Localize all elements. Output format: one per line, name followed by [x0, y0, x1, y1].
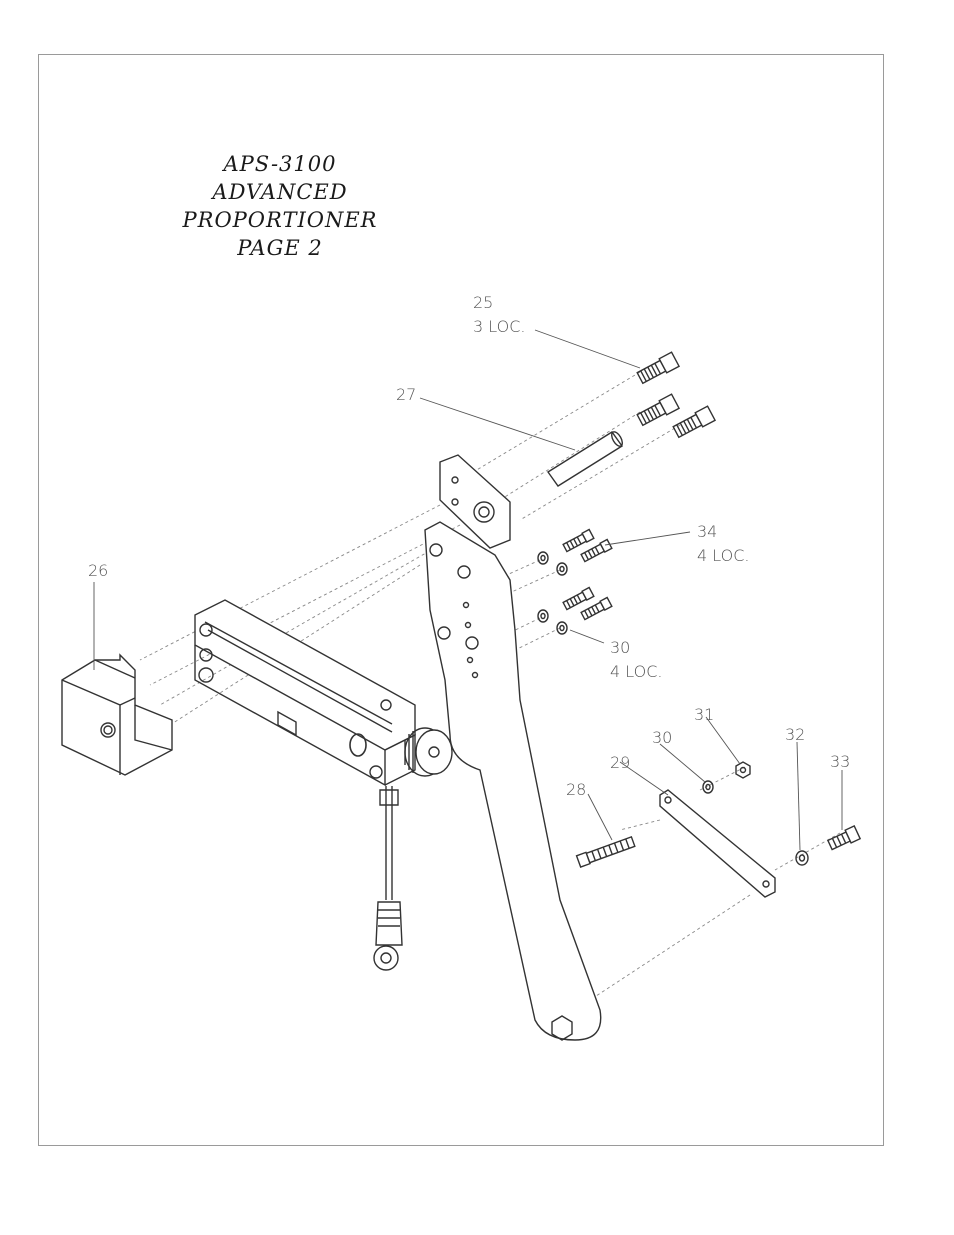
callout-30-number: 30	[610, 638, 630, 657]
actuator-cylinder-body	[195, 600, 452, 970]
callout-25-number: 25	[473, 293, 493, 312]
part-32-washer	[796, 851, 808, 865]
part-33-bolt	[827, 826, 860, 851]
part-28-long-bolt	[577, 836, 636, 867]
part-25-cap-screws	[636, 352, 715, 439]
part-29-link-bar	[660, 790, 775, 897]
part-34-screws	[563, 530, 612, 621]
callout-34-note: 4 LOC.	[697, 546, 749, 565]
part-31-nut	[736, 762, 750, 778]
part-27-dowel-pin	[548, 430, 624, 486]
part-30-washers	[538, 552, 567, 634]
callout-34-number: 34	[697, 522, 717, 541]
callout-25-note: 3 LOC.	[473, 317, 525, 336]
callout-30-note: 4 LOC.	[610, 662, 662, 681]
part-30-washer-single	[703, 781, 713, 793]
callout-33-number: 33	[830, 752, 850, 771]
callout-29-number: 29	[610, 753, 630, 772]
callout-26-number: 26	[88, 561, 108, 580]
callout-28-number: 28	[566, 780, 586, 799]
callout-27-number: 27	[396, 385, 416, 404]
callout-32-number: 32	[785, 725, 805, 744]
callout-30-single-number: 30	[652, 728, 672, 747]
callout-31-number: 31	[694, 705, 714, 724]
part-26-mounting-block	[62, 655, 172, 775]
